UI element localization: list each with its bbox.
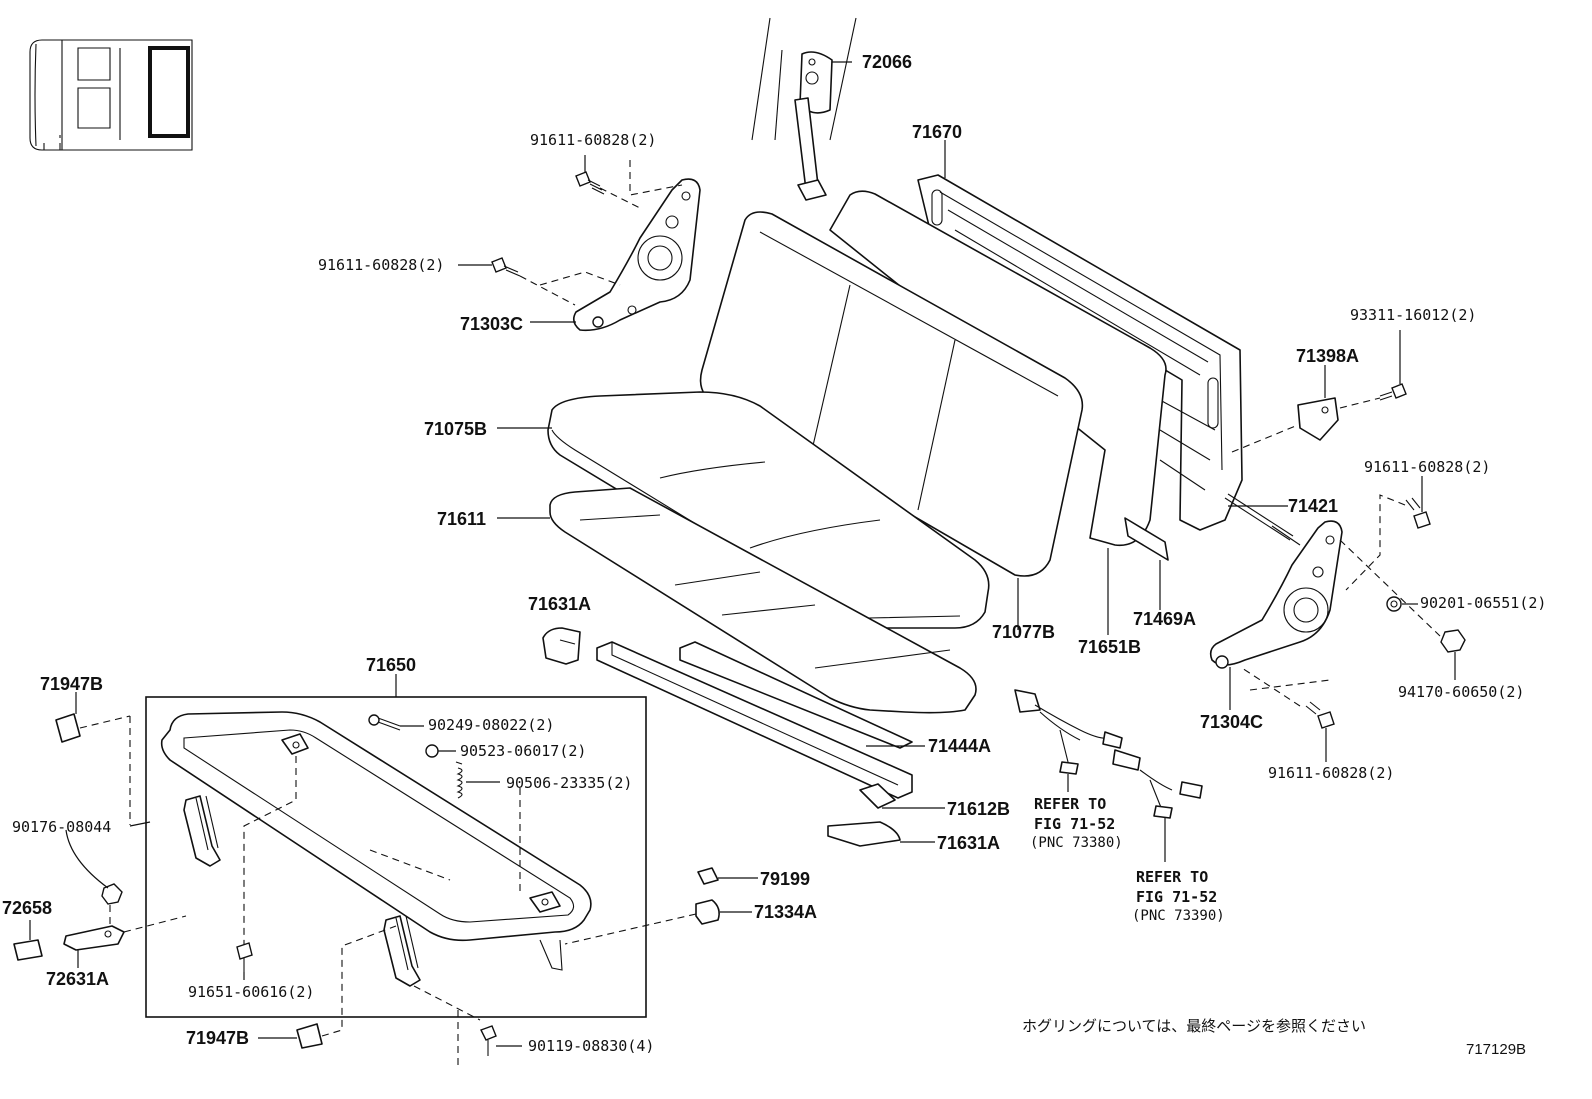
spring-90506	[455, 761, 500, 799]
nut-90176	[65, 829, 123, 905]
label-71398A: 71398A	[1296, 346, 1359, 366]
ref2-line1: REFER TO	[1136, 868, 1208, 886]
label-91611-right: 91611-60828(2)	[1364, 458, 1490, 476]
washer-90201	[1386, 596, 1418, 612]
label-71631A-top: 71631A	[528, 594, 591, 614]
seatbelt-buckle-73390	[1139, 769, 1203, 862]
ref2-line2: FIG 71-52	[1136, 888, 1217, 906]
label-71947B-top: 71947B	[40, 674, 103, 694]
label-71304C: 71304C	[1200, 712, 1263, 732]
clip-90523	[425, 744, 456, 758]
bolt-91611-right	[1345, 476, 1431, 591]
cap-71947B-top	[55, 692, 131, 825]
label-72066: 72066	[862, 52, 912, 72]
diagram-id: 717129B	[1466, 1041, 1526, 1058]
label-71651B: 71651B	[1078, 637, 1141, 657]
label-71631A-bottom: 71631A	[937, 833, 1000, 853]
part-71611	[497, 487, 977, 714]
label-72631A: 72631A	[46, 969, 109, 989]
ref1-line2: FIG 71-52	[1034, 815, 1115, 833]
part-79199	[697, 867, 758, 885]
part-71651B	[829, 190, 1167, 635]
bolt-91651	[236, 942, 253, 980]
part-71469A	[1124, 517, 1169, 610]
nut-94170	[1339, 539, 1466, 680]
label-71947B-bottom: 71947B	[186, 1028, 249, 1048]
part-71077B	[699, 211, 1084, 630]
label-71670: 71670	[912, 122, 962, 142]
label-90506: 90506-23335(2)	[506, 774, 632, 792]
label-91611-left: 91611-60828(2)	[318, 256, 444, 274]
bolt-91611-left	[458, 257, 621, 306]
label-71469A: 71469A	[1133, 609, 1196, 629]
seatbelt-buckle-73380	[1014, 689, 1141, 792]
lead-90176	[129, 821, 151, 827]
label-93311: 93311-16012(2)	[1350, 306, 1476, 324]
label-71444A: 71444A	[928, 736, 991, 756]
part-71398A	[1231, 365, 1381, 453]
part-71444A	[596, 641, 925, 799]
part-71303C	[530, 178, 701, 332]
label-90201: 90201-06551(2)	[1420, 594, 1546, 612]
part-72066	[751, 17, 857, 201]
label-91651: 91651-60616(2)	[188, 983, 314, 1001]
bolt-90119	[413, 985, 522, 1070]
label-90249: 90249-08022(2)	[428, 716, 554, 734]
label-71612B: 71612B	[947, 799, 1010, 819]
footer-note: ホグリングについては、最終ページを参照ください	[1022, 1017, 1366, 1035]
label-91611-bottom: 91611-60828(2)	[1268, 764, 1394, 782]
ref2-line3: (PNC 73390)	[1132, 908, 1225, 924]
part-71421	[1224, 493, 1301, 546]
label-72658: 72658	[2, 898, 52, 918]
label-71334A: 71334A	[754, 902, 817, 922]
label-90523: 90523-06017(2)	[460, 742, 586, 760]
part-71334A	[564, 899, 752, 945]
label-71077B: 71077B	[992, 622, 1055, 642]
part-71304C	[1209, 520, 1343, 710]
ref1-line3: (PNC 73380)	[1030, 835, 1123, 851]
ref1-line1: REFER TO	[1034, 795, 1106, 813]
vehicle-locator-icon	[29, 39, 193, 151]
label-79199: 79199	[760, 869, 810, 889]
part-71631A-bottom	[827, 821, 935, 847]
cap-72658	[13, 920, 43, 961]
label-90119: 90119-08830(4)	[528, 1037, 654, 1055]
label-90176: 90176-08044	[12, 818, 111, 836]
label-71611: 71611	[437, 509, 486, 529]
label-71650: 71650	[366, 655, 416, 675]
label-71303C: 71303C	[460, 314, 523, 334]
bolt-91611-top	[575, 155, 683, 209]
label-71421: 71421	[1288, 496, 1338, 516]
label-94170: 94170-60650(2)	[1398, 683, 1524, 701]
bolt-90249	[368, 714, 424, 731]
bolt-93311	[1379, 330, 1407, 401]
bracket-72631A	[63, 905, 187, 968]
bolt-91611-bottom	[1241, 667, 1335, 762]
part-71612B	[859, 783, 945, 809]
label-71075B: 71075B	[424, 419, 487, 439]
cap-71947B-bottom	[258, 925, 397, 1049]
label-91611-top: 91611-60828(2)	[530, 131, 656, 149]
part-71650-box	[145, 674, 647, 1018]
part-71631A-top	[542, 627, 581, 665]
